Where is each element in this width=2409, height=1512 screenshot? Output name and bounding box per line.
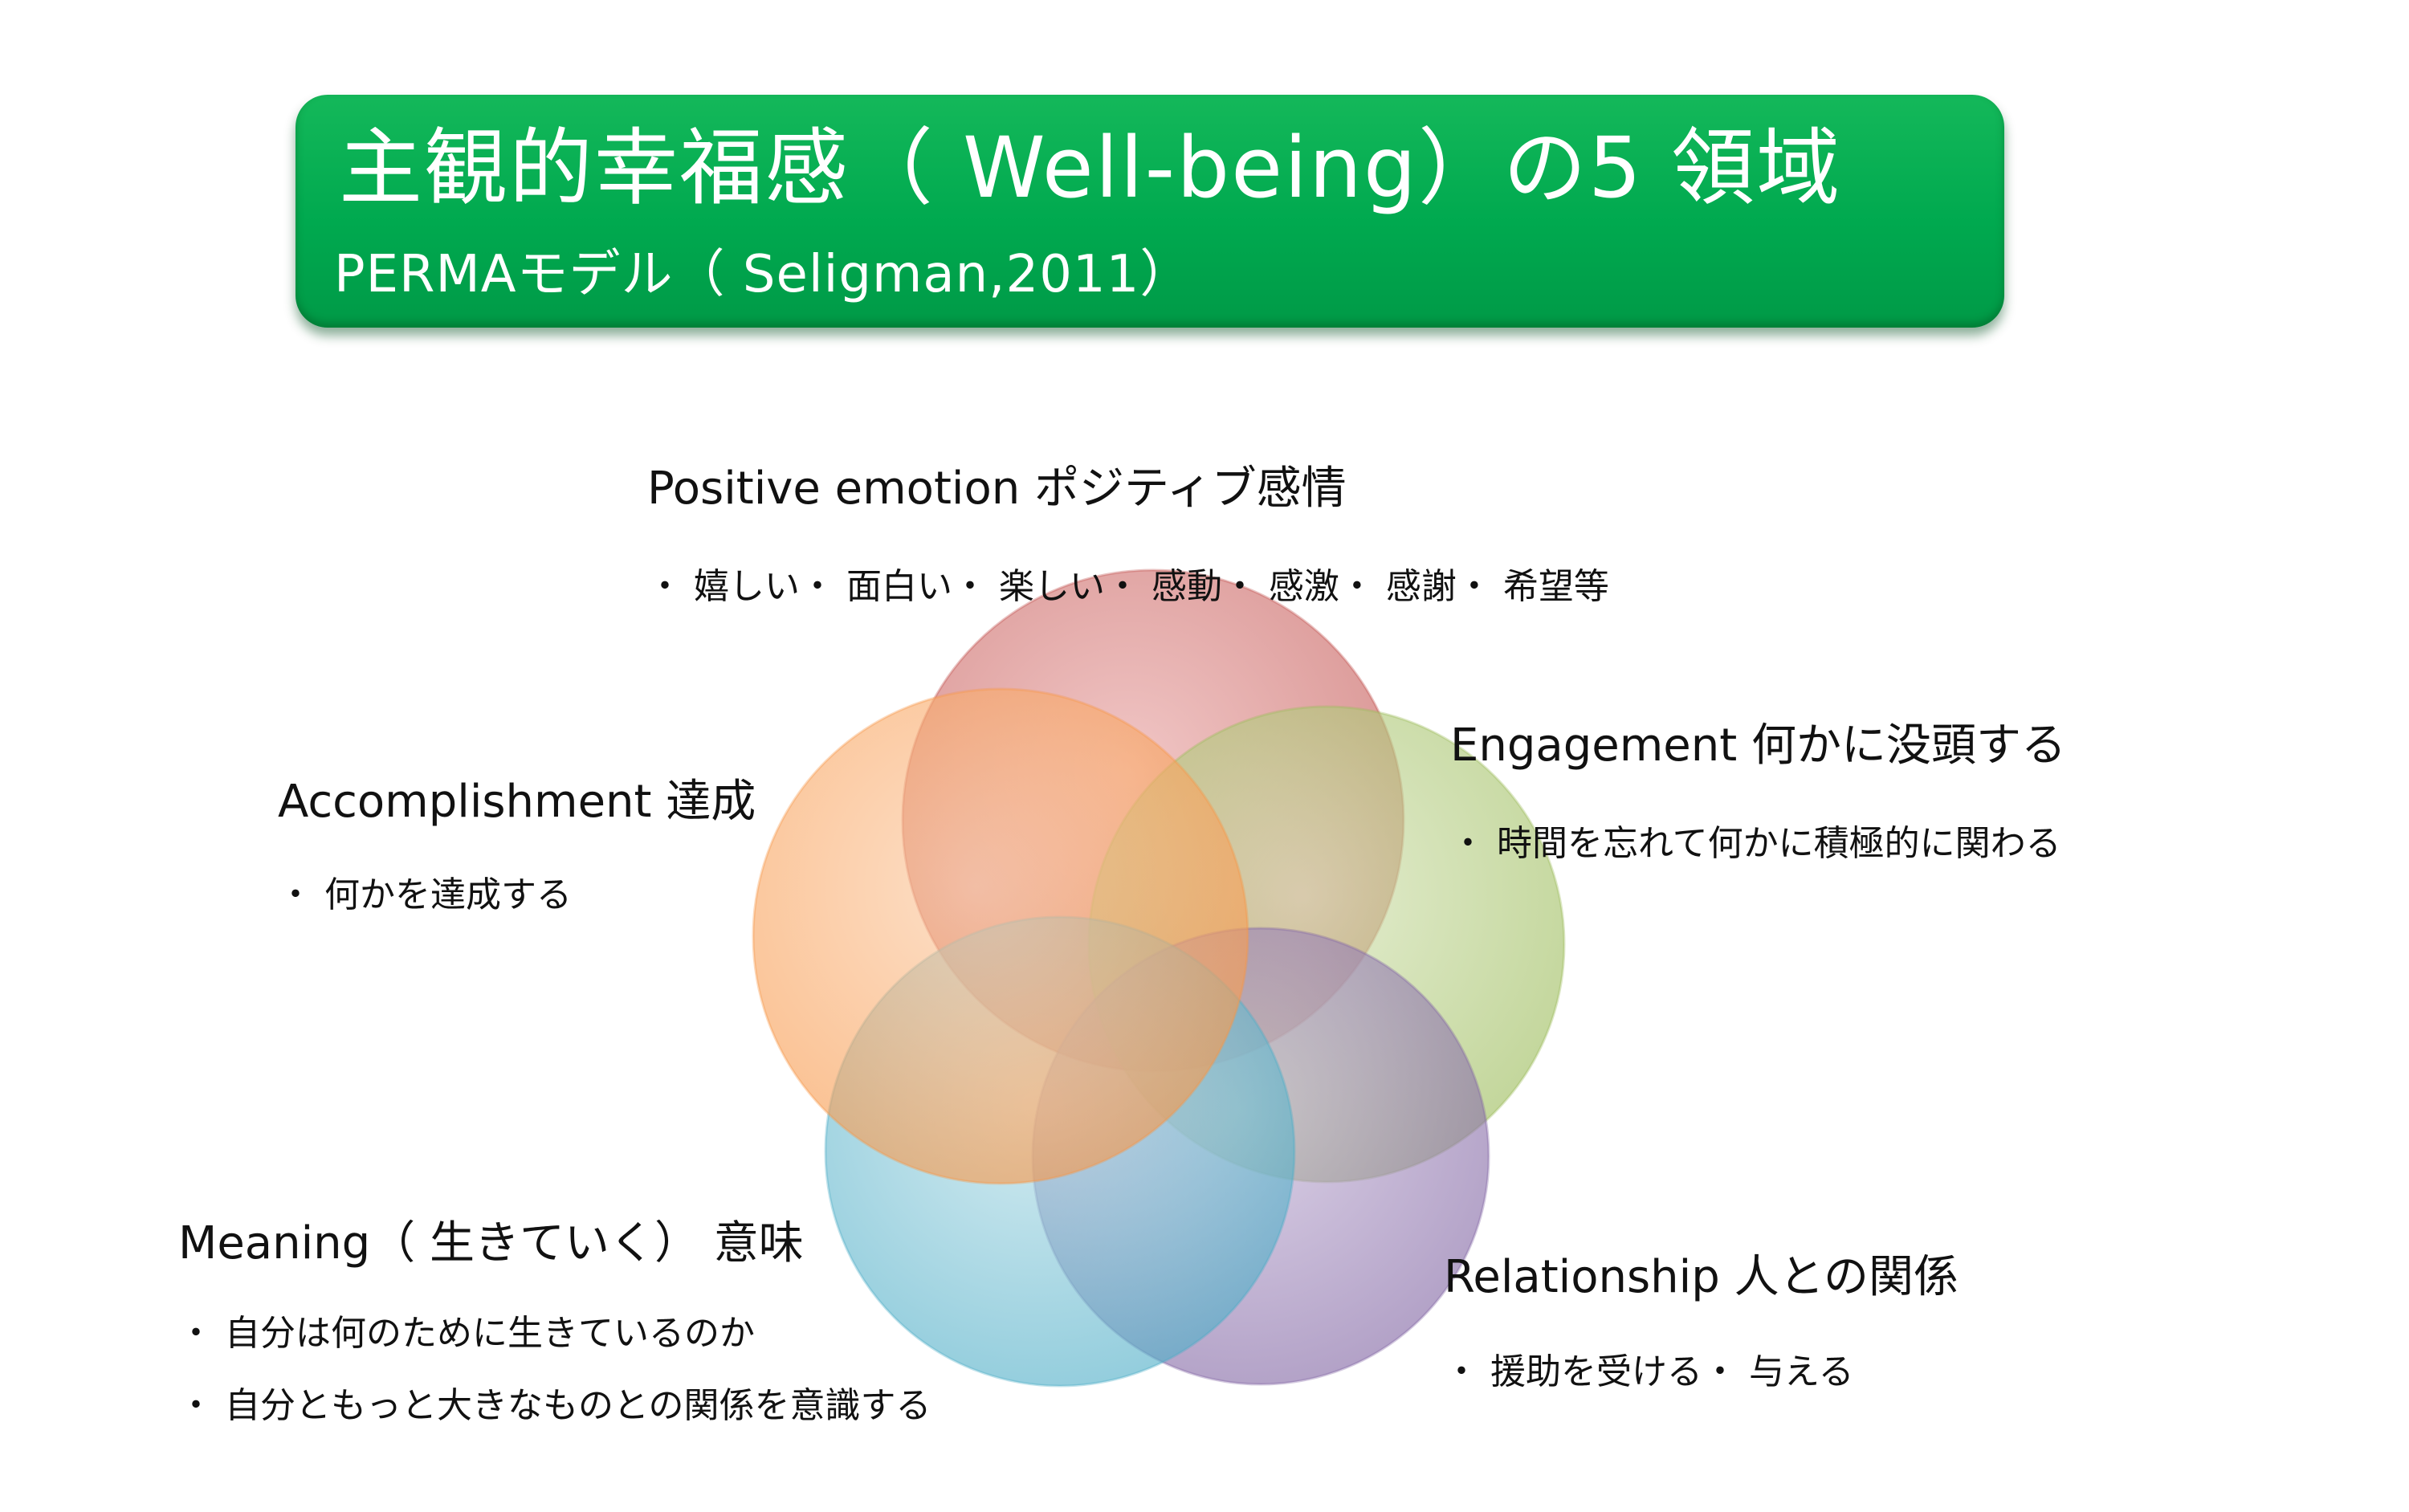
positive-emotion-heading: Positive emotion ポジティブ感情 bbox=[647, 463, 1347, 515]
circle-accomplishment bbox=[752, 687, 1249, 1185]
accomplishment-heading: Accomplishment 達成 bbox=[278, 776, 756, 828]
engagement-bullet: ・ 時間を忘れて何かに積極的に関わる bbox=[1450, 823, 2061, 864]
title-banner: 主観的幸福感（ Well-being）の5 領域 PERMAモデル（ Selig… bbox=[296, 95, 2004, 328]
meaning-bullet-1: ・ 自分は何のために生きているのか bbox=[178, 1313, 755, 1354]
relationship-heading: Relationship 人との関係 bbox=[1444, 1251, 1959, 1303]
relationship-bullet: ・ 援助を受ける・ 与える bbox=[1444, 1351, 1854, 1392]
engagement-heading: Engagement 何かに没頭する bbox=[1450, 719, 2066, 772]
positive-emotion-bullet: ・ 嬉しい・ 面白い・ 楽しい・ 感動・ 感激・ 感謝・ 希望等 bbox=[647, 566, 1609, 607]
page-subtitle: PERMAモデル（ Seligman,2011） bbox=[334, 245, 1192, 304]
page-title: 主観的幸福感（ Well-being）の5 領域 bbox=[339, 119, 1842, 217]
meaning-heading: Meaning（ 生きていく） 意味 bbox=[178, 1217, 804, 1270]
accomplishment-bullet: ・ 何かを達成する bbox=[278, 874, 572, 915]
meaning-bullet-2: ・ 自分ともっと大きなものとの関係を意識する bbox=[178, 1385, 931, 1426]
